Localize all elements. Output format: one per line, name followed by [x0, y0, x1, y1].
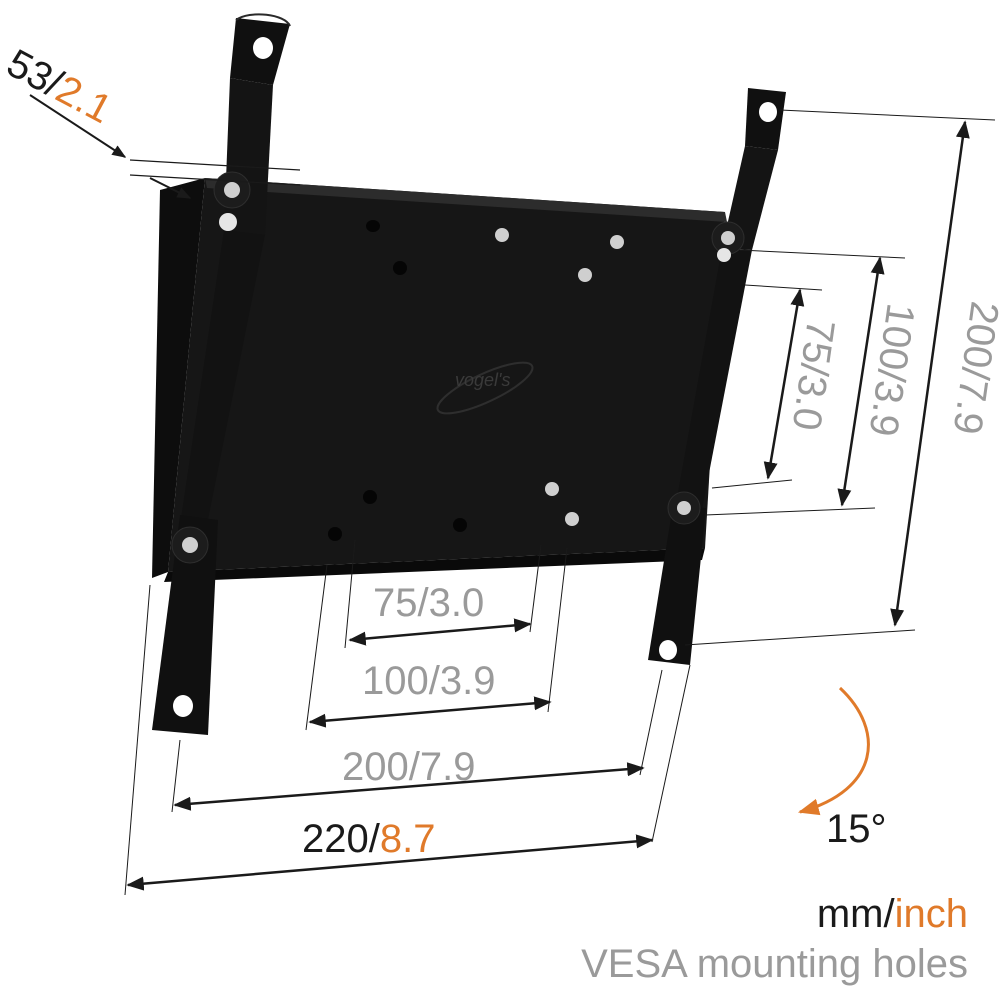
brand-logo-text: vogel's	[455, 370, 510, 390]
vertical-dimension-lines	[763, 120, 970, 627]
brand-logo: vogel's	[436, 361, 534, 415]
vesa-legend: VESA mounting holes	[581, 942, 968, 986]
right-mounting-arm	[648, 88, 786, 665]
tilt-label: 15°	[826, 807, 887, 851]
unit-inch: inch	[894, 892, 968, 936]
h75-label: 75/3.0	[373, 581, 484, 625]
h200-label: 200/7.9	[342, 745, 475, 789]
rotation-arrow-icon	[797, 686, 870, 816]
left-mounting-arm	[152, 13, 291, 735]
horizontal-dimension-lines	[126, 618, 654, 891]
units-legend: mm/inch	[817, 892, 968, 937]
h220-label: 220/8.7	[302, 817, 435, 861]
v75-label: 75/3.0	[784, 317, 843, 433]
unit-mm: mm	[816, 892, 884, 936]
svg-text:53/2.1: 53/2.1	[0, 41, 119, 132]
vertical-extension-lines	[684, 109, 996, 646]
unit-sep: /	[883, 892, 895, 936]
v100-label: 100/3.9	[861, 301, 923, 439]
v200-label: 200/7.9	[945, 299, 1000, 437]
tilt-indicator: 15°	[797, 686, 887, 851]
h100-label: 100/3.9	[362, 659, 495, 703]
vesa-holes	[328, 220, 624, 541]
